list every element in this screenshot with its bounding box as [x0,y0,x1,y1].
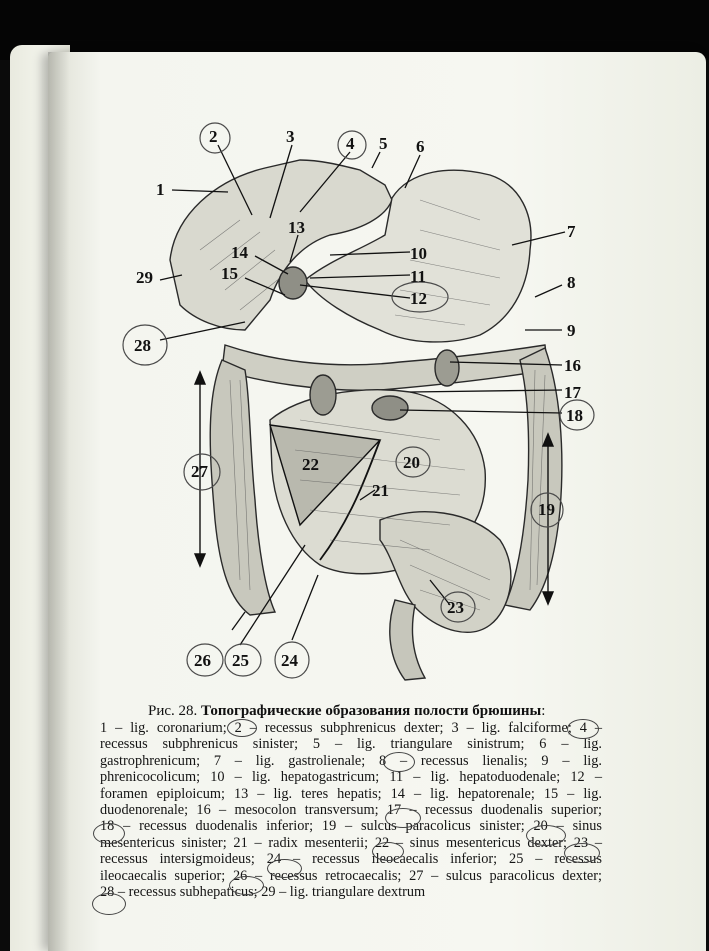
label-5: 5 [379,134,388,154]
caption-line: 28 – recessus subhepaticus; 29 – lig. tr… [100,884,602,900]
pencil-mark [564,843,600,863]
label-20: 20 [403,453,420,473]
label-2: 2 [209,127,218,147]
label-9: 9 [567,321,576,341]
pencil-mark [385,808,421,828]
label-10: 10 [410,244,427,264]
label-11: 11 [410,267,426,287]
label-21: 21 [372,481,389,501]
pencil-mark [526,825,566,846]
label-26: 26 [194,651,211,671]
pencil-mark [567,719,599,739]
label-3: 3 [286,127,295,147]
pencil-mark [93,823,125,844]
figure-caption-title: Рис. 28. Топографические образования пол… [148,703,545,720]
label-14: 14 [231,243,248,263]
caption-colon: : [541,703,545,719]
descending-colon [505,348,562,610]
caption-line: phrenicocolicum; 10 – lig. hepatogastric… [100,769,602,785]
pencil-mark [267,859,302,878]
ascending-colon [210,360,275,615]
caption-title-text: Топографические образования полости брюш… [201,703,541,719]
caption-line: ileocaecalis superior; 26 – recessus ret… [100,868,602,884]
label-25: 25 [232,651,249,671]
label-19: 19 [538,500,555,520]
caption-line: 1 – lig. coronarium; 2 – recessus subphr… [100,720,602,736]
label-16: 16 [564,356,581,376]
label-29: 29 [136,268,153,288]
caption-line: duodenorenale; 16 – mesocolon transversu… [100,802,602,818]
label-8: 8 [567,273,576,293]
pencil-mark [372,842,404,861]
label-27: 27 [191,462,208,482]
caption-line: recessus intersigmoideus; 24 – recessus … [100,851,602,867]
label-28: 28 [134,336,151,356]
label-24: 24 [281,651,298,671]
label-7: 7 [567,222,576,242]
caption-line: gastrophrenicum; 7 – lig. gastrolienale;… [100,753,602,769]
label-12: 12 [410,289,427,309]
pencil-mark [383,752,415,772]
pencil-mark [92,893,126,915]
pencil-mark [229,876,264,895]
label-13: 13 [288,218,305,238]
pencil-mark [227,719,257,737]
label-18: 18 [566,406,583,426]
caption-line: recessus subphrenicus sinister; 5 – lig.… [100,736,602,752]
label-23: 23 [447,598,464,618]
label-22: 22 [302,455,319,475]
transverse-colon [222,345,548,390]
caption-prefix: Рис. 28. [148,703,197,719]
label-15: 15 [221,264,238,284]
label-1: 1 [156,180,165,200]
label-17: 17 [564,383,581,403]
figure-caption-body: 1 – lig. coronarium; 2 – recessus subphr… [100,720,602,900]
caption-line: foramen epiploicum; 13 – lig. teres hepa… [100,786,602,802]
label-6: 6 [416,137,425,157]
label-4: 4 [346,134,355,154]
